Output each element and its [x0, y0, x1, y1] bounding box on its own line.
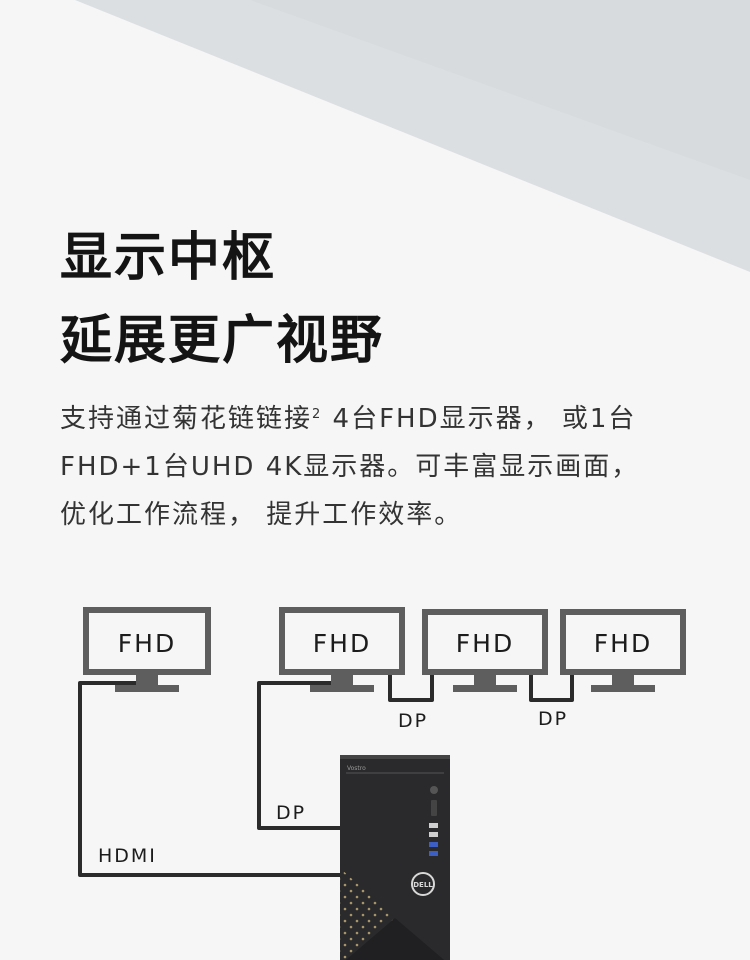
monitor-4-label: FHD [594, 629, 652, 658]
monitor-1-label: FHD [118, 629, 176, 658]
hdmi-cable [78, 681, 345, 877]
description-line-3: 优化工作流程， 提升工作效率。 [60, 500, 463, 530]
description: 支持通过菊花链链接2 4台FHD显示器， 或1台 FHD+1台UHD 4K显示器… [60, 395, 700, 539]
dp-chain-cable-2 [529, 672, 574, 702]
dp-main-cable [257, 681, 345, 830]
heading-line-2: 延展更广视野 [60, 311, 385, 371]
dell-logo-icon [411, 872, 435, 896]
monitor-4: FHD [560, 609, 686, 692]
description-line-2: FHD+1台UHD 4K显示器。可丰富显示画面， [60, 452, 640, 482]
monitor-2-label: FHD [313, 629, 371, 658]
monitor-1: FHD [83, 607, 211, 692]
heading-line-1: 显示中枢 [60, 228, 277, 288]
dp-chain-cable-1 [388, 672, 434, 702]
tower-brand-text: Vostro [347, 765, 366, 772]
dp-chain-label-2: DP [538, 708, 568, 730]
monitor-2: FHD [279, 607, 405, 692]
desktop-tower: Vostro DELL [340, 755, 450, 960]
monitor-3: FHD [422, 609, 548, 692]
dp-chain-label-1: DP [398, 710, 428, 732]
tower-logo-text: DELL [413, 881, 433, 889]
description-line-1: 支持通过菊花链链接2 4台FHD显示器， 或1台 [60, 404, 637, 434]
monitor-3-label: FHD [456, 629, 514, 658]
dp-main-label: DP [276, 802, 306, 824]
footnote-marker: 2 [312, 407, 323, 422]
hdmi-label: HDMI [98, 845, 157, 867]
connection-diagram: FHD FHD FHD FHD DP DP DP HDMI Vostro [78, 607, 686, 960]
